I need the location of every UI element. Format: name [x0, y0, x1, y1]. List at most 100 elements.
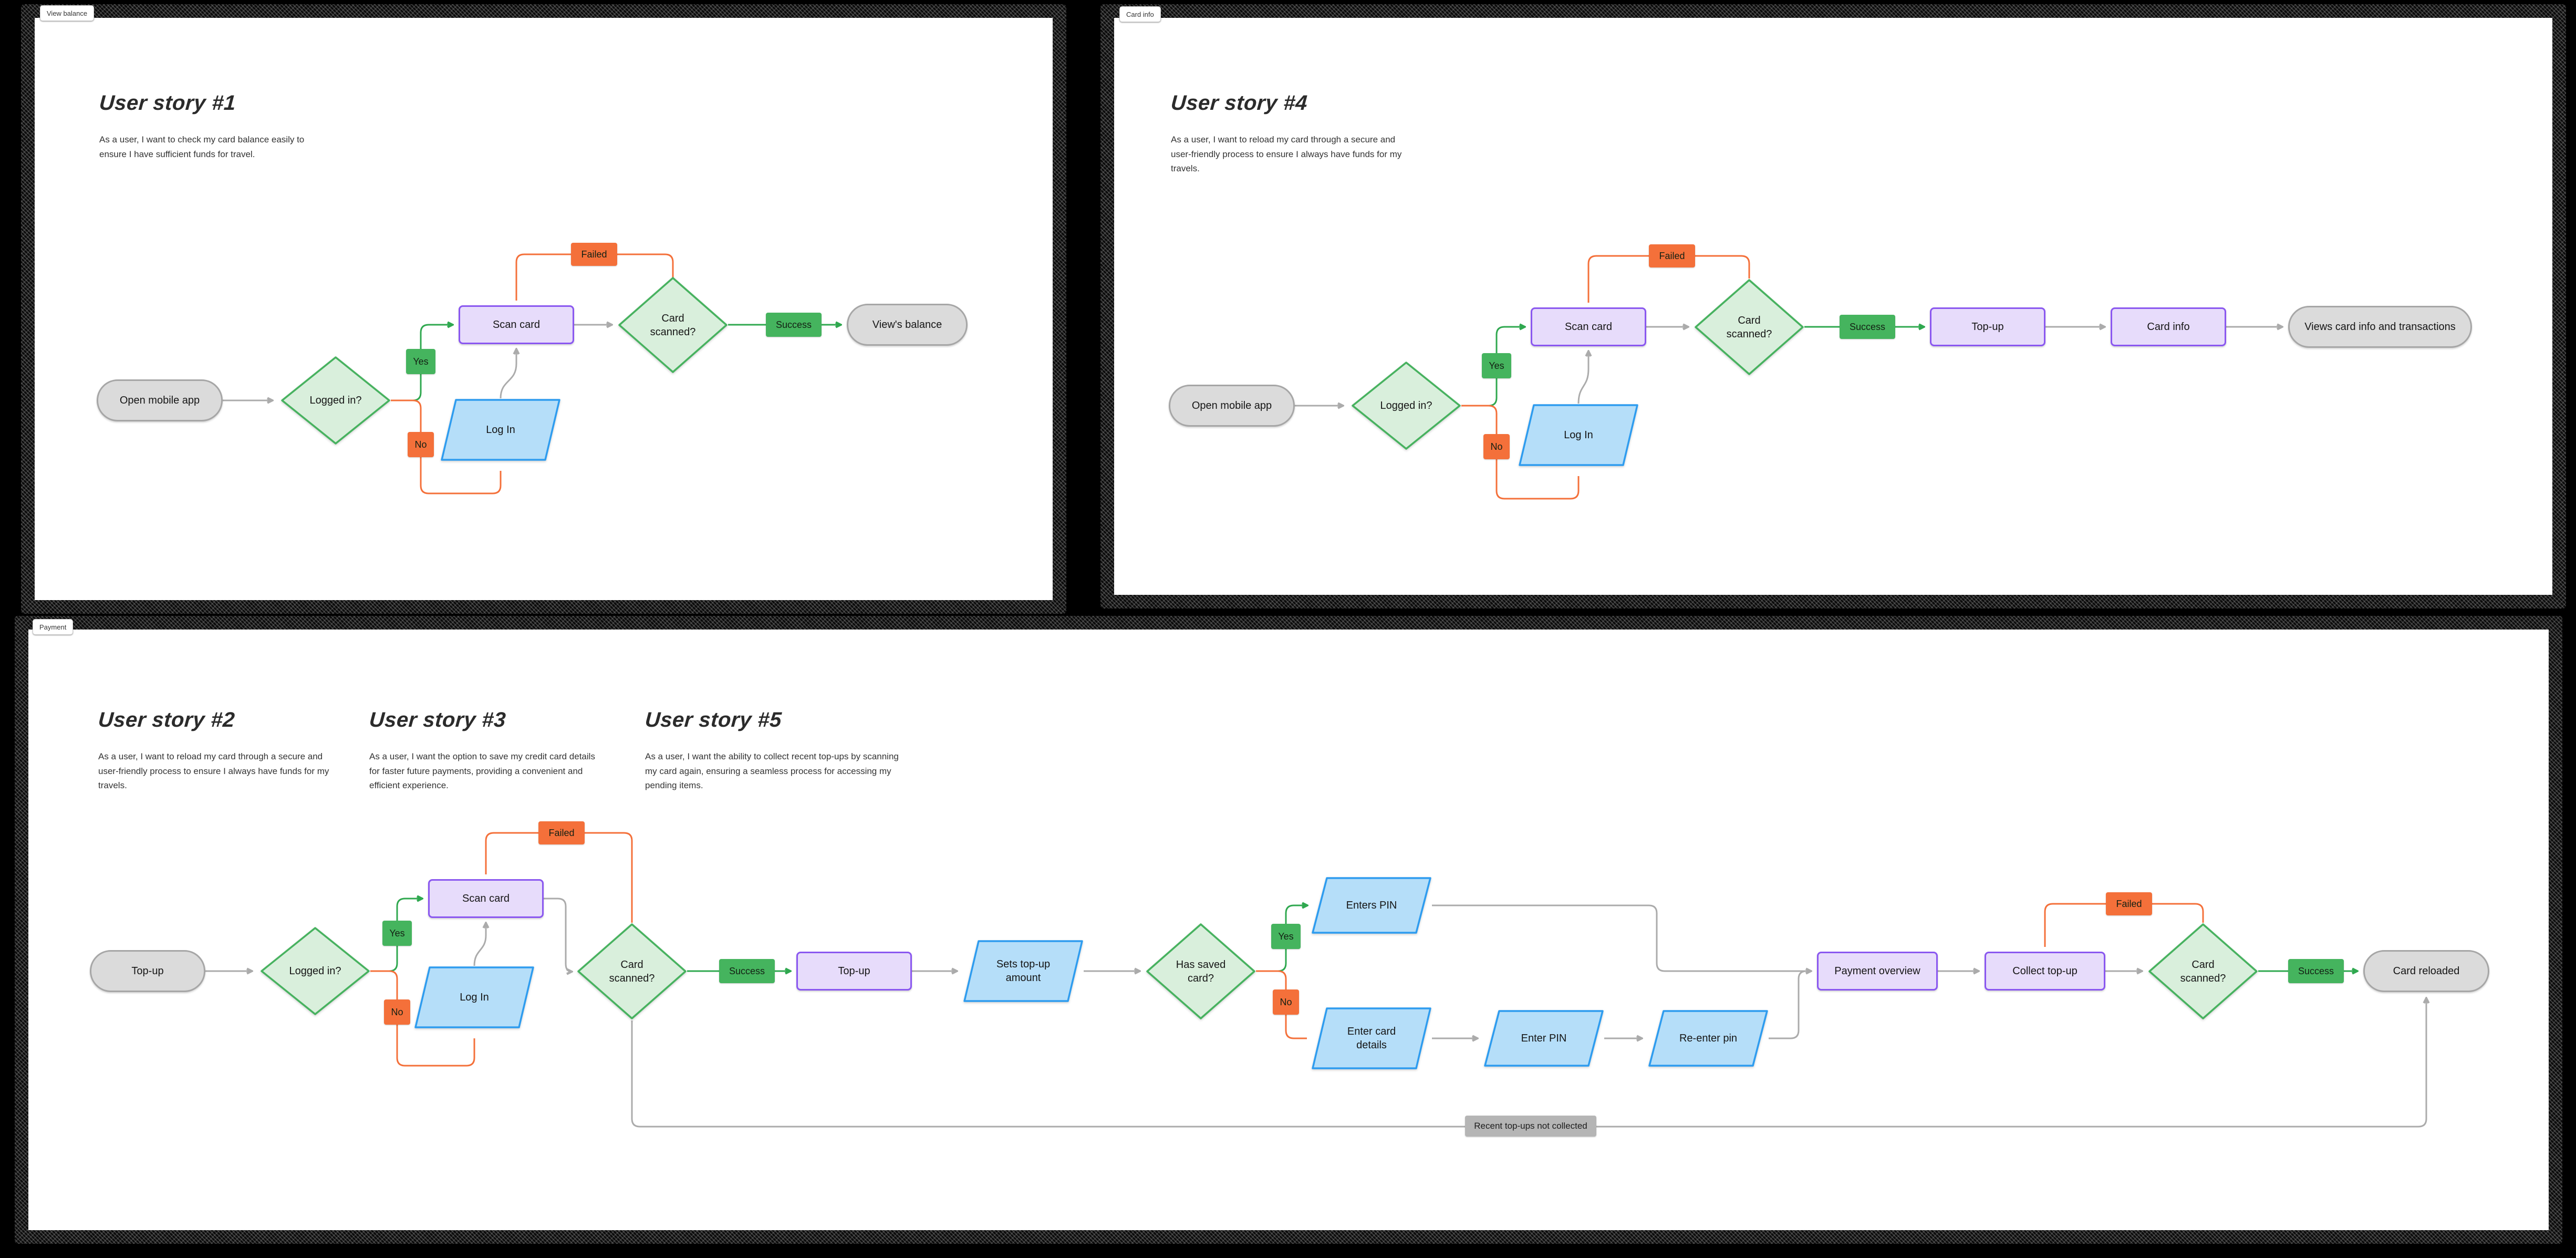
node-label: Re-enter pin [1679, 1033, 1738, 1044]
node-label: Top-up [131, 965, 164, 977]
edge-label-no-saved[interactable]: No [1273, 989, 1299, 1015]
parallelogram-shape-icon [963, 940, 1083, 1002]
edge-label-no[interactable]: No [408, 432, 434, 457]
story-description: As a user, I want to reload my card thro… [1171, 135, 1402, 174]
node-card-reloaded[interactable]: Card reloaded [2363, 950, 2489, 992]
node-label: Logged in? [1380, 400, 1432, 411]
node-open-mobile-app[interactable]: Open mobile app [97, 379, 223, 421]
edge-label-text: Success [775, 319, 812, 330]
node-enters-pin[interactable]: Enters PIN [1311, 877, 1432, 934]
section-tab-view-balance[interactable]: View balance [40, 5, 95, 21]
node-card-scanned-decision-1[interactable]: Card scanned? [577, 923, 687, 1020]
node-label: Collect top-up [2012, 965, 2078, 977]
parallelogram-shape-icon [1519, 404, 1638, 466]
section-tab-payment[interactable]: Payment [33, 619, 74, 635]
edge-label-no[interactable]: No [1483, 434, 1510, 459]
edge-label-failed[interactable]: Failed [571, 243, 617, 266]
node-scan-card[interactable]: Scan card [428, 879, 544, 918]
node-re-enter-pin[interactable]: Re-enter pin [1648, 1009, 1769, 1067]
node-label: Card scanned? [2180, 958, 2226, 984]
node-card-info[interactable]: Card info [2111, 307, 2226, 346]
node-enter-pin[interactable]: Enter PIN [1483, 1009, 1604, 1067]
edge-label-yes[interactable]: Yes [382, 921, 412, 946]
edge-label-success[interactable]: Success [719, 959, 775, 983]
node-top-up[interactable]: Top-up [1930, 307, 2045, 346]
node-logged-in-decision[interactable]: Logged in? [1351, 361, 1461, 450]
node-label: Open mobile app [1191, 400, 1272, 411]
node-logged-in-decision[interactable]: Logged in? [260, 926, 370, 1016]
node-label: View's balance [872, 319, 942, 331]
node-top-up-start[interactable]: Top-up [90, 950, 205, 992]
edge-label-text: Failed [548, 827, 575, 838]
diamond-shape-icon [2148, 923, 2258, 1019]
node-log-in[interactable]: Log In [440, 398, 561, 461]
node-log-in[interactable]: Log In [1518, 404, 1639, 467]
node-open-mobile-app[interactable]: Open mobile app [1169, 385, 1295, 427]
node-log-in[interactable]: Log In [414, 966, 535, 1029]
node-label: Sets top-up amount [996, 958, 1051, 984]
node-label: Top-up [838, 965, 870, 977]
node-views-balance[interactable]: View's balance [847, 304, 968, 346]
edge-label-success[interactable]: Success [766, 313, 822, 337]
node-label: Enters PIN [1346, 900, 1397, 911]
edge-label-success[interactable]: Success [1840, 315, 1895, 339]
diamond-shape-icon [577, 923, 687, 1019]
parallelogram-shape-icon [414, 966, 534, 1028]
node-label: Has saved card? [1176, 958, 1226, 984]
edge-label-text: Success [1849, 321, 1886, 332]
node-label: Log In [1564, 429, 1593, 441]
node-label: Card scanned? [650, 312, 696, 338]
edge-label-failed[interactable]: Failed [538, 821, 585, 844]
node-label: Open mobile app [119, 395, 200, 406]
node-scan-card[interactable]: Scan card [459, 305, 574, 344]
edge-label-text: Yes [389, 927, 405, 939]
parallelogram-shape-icon [1484, 1010, 1604, 1067]
node-payment-overview[interactable]: Payment overview [1817, 952, 1938, 991]
node-collect-top-up[interactable]: Collect top-up [1985, 952, 2105, 991]
node-has-saved-card-decision[interactable]: Has saved card? [1146, 923, 1256, 1020]
panel-view-balance: User story #1 As a user, I want to check… [35, 18, 1053, 600]
section-tab-label: Payment [39, 623, 67, 631]
edge-label-success-2[interactable]: Success [2288, 959, 2344, 983]
edge-label-text: Failed [1659, 250, 1685, 261]
edge-label-failed[interactable]: Failed [1649, 244, 1695, 267]
node-label: Card reloaded [2393, 965, 2460, 977]
node-card-scanned-decision[interactable]: Card scanned? [618, 276, 728, 374]
node-label: Top-up [1971, 321, 2004, 333]
diamond-shape-icon [1695, 279, 1804, 375]
section-frame-payment: User story #2 As a user, I want to reloa… [15, 616, 2562, 1244]
edge-label-no[interactable]: No [384, 999, 410, 1025]
story-description: As a user, I want to check my card balan… [99, 135, 305, 159]
edge-label-yes[interactable]: Yes [1482, 353, 1511, 378]
node-label: Enter PIN [1521, 1033, 1567, 1044]
section-tab-card-info[interactable]: Card info [1119, 6, 1161, 22]
node-top-up[interactable]: Top-up [796, 952, 912, 991]
edge-label-text: No [414, 439, 427, 450]
edge-label-not-collected[interactable]: Recent top-ups not collected [1465, 1116, 1596, 1137]
story-description: As a user, I want the ability to collect… [645, 751, 899, 791]
section-frame-card-info: User story #4 As a user, I want to reloa… [1100, 4, 2566, 609]
node-logged-in-decision[interactable]: Logged in? [281, 356, 391, 445]
node-card-scanned-decision[interactable]: Card scanned? [1694, 279, 1804, 376]
edge-label-text: Success [729, 965, 765, 976]
edge-label-text: No [391, 1006, 403, 1017]
node-scan-card[interactable]: Scan card [1531, 307, 1646, 346]
parallelogram-shape-icon [441, 399, 560, 461]
node-enter-card-details[interactable]: Enter card details [1311, 1007, 1432, 1070]
edge-label-failed-collect[interactable]: Failed [2106, 892, 2152, 915]
node-card-scanned-decision-2[interactable]: Card scanned? [2148, 923, 2258, 1020]
node-label: Logged in? [289, 965, 341, 977]
section-frame-view-balance: User story #1 As a user, I want to check… [21, 4, 1066, 614]
diamond-shape-icon [1352, 362, 1461, 450]
edge-label-text: Yes [1278, 931, 1294, 942]
edge-label-text: Success [2298, 965, 2334, 976]
edge-label-yes-saved[interactable]: Yes [1271, 924, 1301, 949]
edge-label-text: Failed [581, 249, 607, 260]
node-label: Enter card details [1347, 1026, 1396, 1051]
edge-label-text: Yes [1489, 360, 1504, 371]
node-sets-top-up-amount[interactable]: Sets top-up amount [963, 940, 1084, 1003]
diamond-shape-icon [261, 927, 370, 1015]
edge-label-yes[interactable]: Yes [406, 349, 435, 374]
node-views-card-info[interactable]: Views card info and transactions [2288, 306, 2472, 348]
